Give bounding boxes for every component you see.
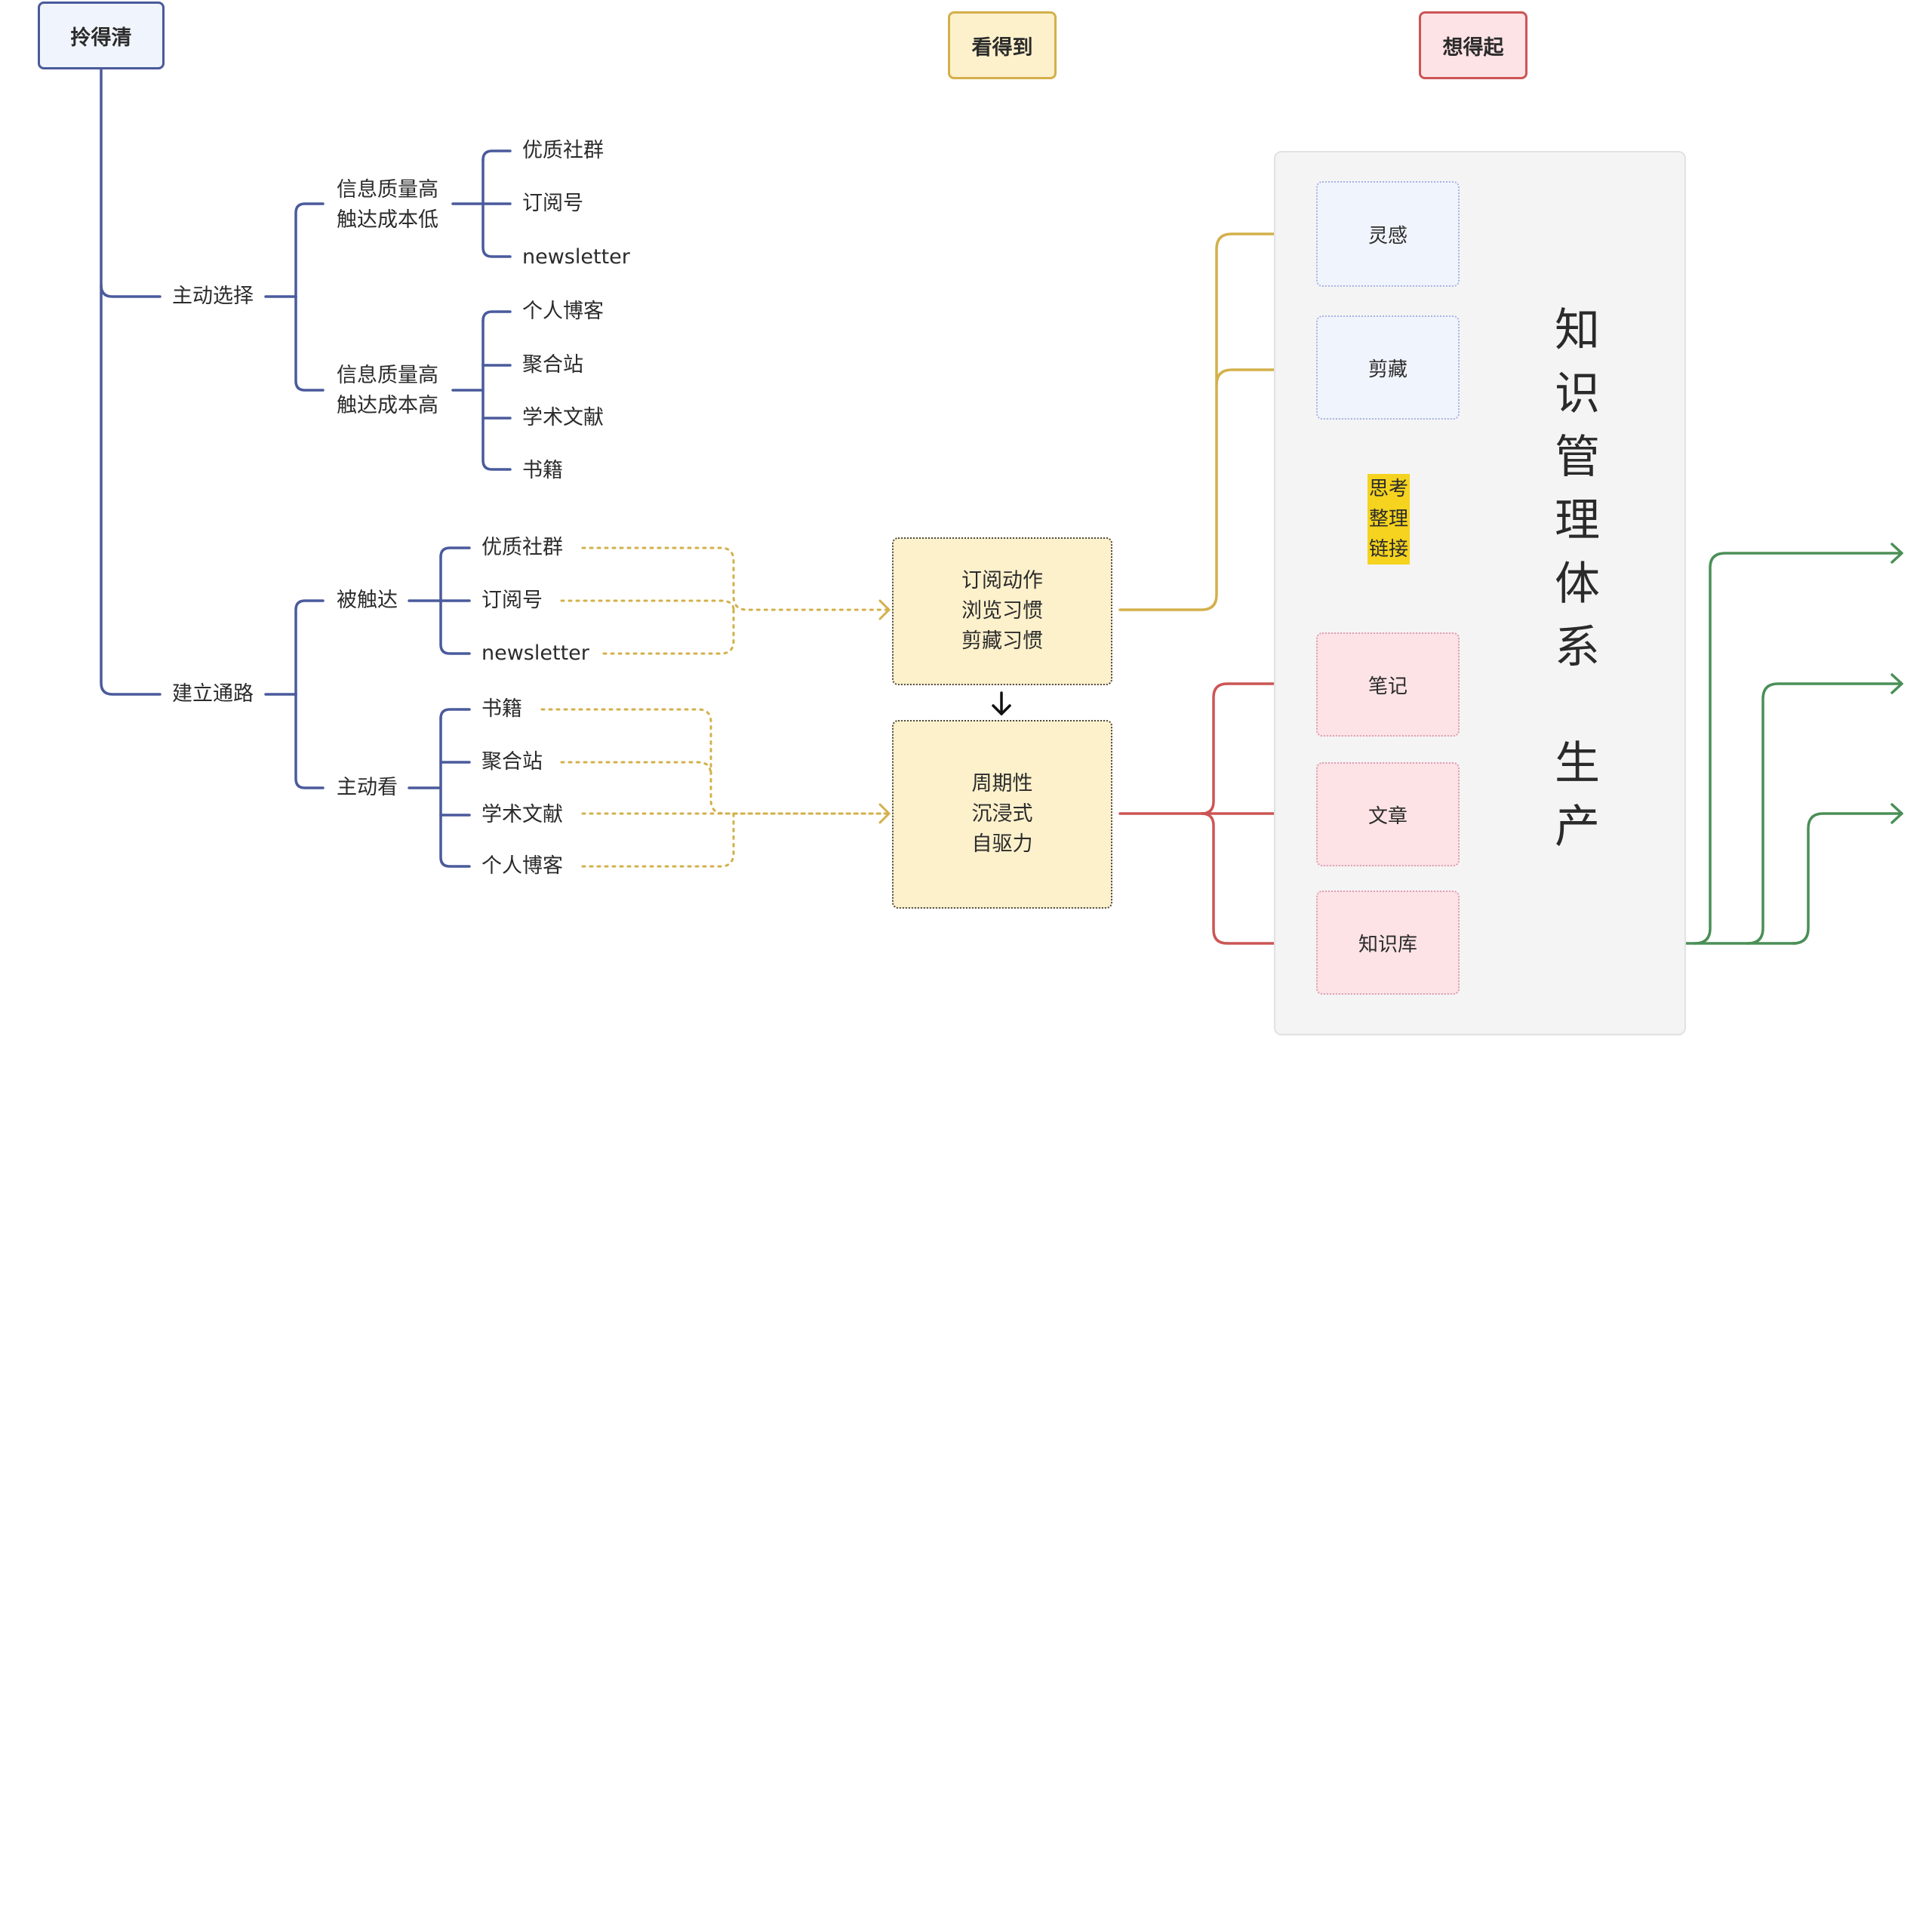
high-cost-item: 个人博客 bbox=[522, 300, 604, 323]
header-recall: 想得起 bbox=[1419, 11, 1527, 79]
process-label: 思考 整理 链接 bbox=[1367, 474, 1410, 565]
active-read-item: 聚合站 bbox=[481, 750, 543, 774]
low-cost-item: newsletter bbox=[522, 245, 630, 269]
system-title-vertical: 知 识 管 理 体 系 bbox=[1555, 304, 1600, 674]
tree-trunk bbox=[100, 69, 162, 696]
active-read-item: 书籍 bbox=[481, 697, 522, 721]
high-cost-item: 学术文献 bbox=[522, 406, 604, 429]
habit-box-periodic: 周期性 沉浸式 自驱力 bbox=[892, 720, 1112, 909]
knowledge-system-panel bbox=[1274, 151, 1686, 1035]
group-low-cost-line1: 信息质量高 bbox=[337, 178, 438, 202]
node-article: 文章 bbox=[1316, 762, 1460, 866]
low-cost-item: 优质社群 bbox=[522, 139, 604, 162]
high-cost-item: 书籍 bbox=[522, 459, 563, 482]
node-notes: 笔记 bbox=[1316, 632, 1460, 737]
reached-item: newsletter bbox=[481, 641, 589, 665]
active-read-item: 个人博客 bbox=[481, 854, 563, 878]
habit-box-subscribe: 订阅动作 浏览习惯 剪藏习惯 bbox=[892, 537, 1112, 685]
group-low-cost-line2: 触达成本低 bbox=[337, 208, 438, 232]
header-see: 看得到 bbox=[948, 11, 1057, 79]
production-title-vertical: 生 产 bbox=[1555, 737, 1600, 854]
node-clipping: 剪藏 bbox=[1316, 315, 1460, 420]
node-build-path: 建立通路 bbox=[172, 682, 254, 706]
tree-branch-active bbox=[100, 284, 162, 298]
group-high-cost-line1: 信息质量高 bbox=[337, 364, 438, 387]
high-cost-item: 聚合站 bbox=[522, 353, 583, 377]
reached-item: 优质社群 bbox=[481, 536, 563, 559]
node-knowledge-base: 知识库 bbox=[1316, 891, 1460, 995]
reached-item: 订阅号 bbox=[481, 589, 543, 612]
low-cost-item: 订阅号 bbox=[522, 192, 583, 215]
node-reached: 被触达 bbox=[337, 589, 398, 612]
node-active-choice: 主动选择 bbox=[172, 285, 254, 308]
node-active-read: 主动看 bbox=[337, 776, 398, 799]
group-high-cost-line2: 触达成本高 bbox=[337, 394, 438, 417]
active-read-item: 学术文献 bbox=[481, 803, 563, 826]
node-inspiration: 灵感 bbox=[1316, 181, 1460, 287]
header-pick: 拎得清 bbox=[38, 2, 165, 69]
